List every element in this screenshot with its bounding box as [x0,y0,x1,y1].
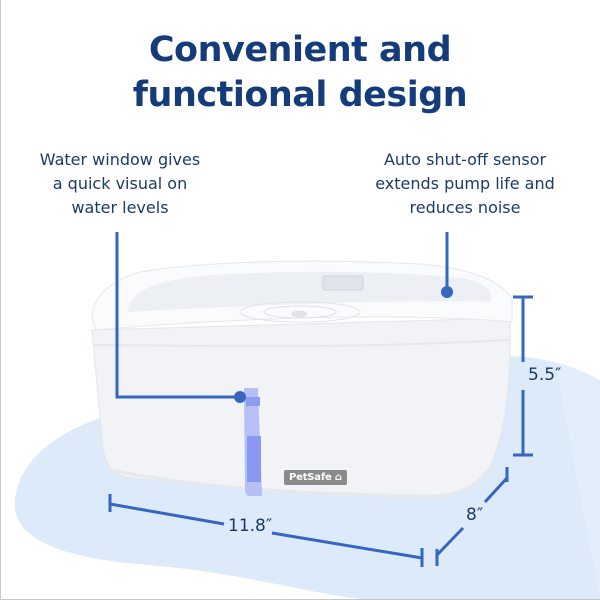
water-window [244,388,262,496]
callout-dot-right [441,286,453,298]
callout-text: Auto shut-off sensor [383,150,547,169]
width-dimension-line [108,494,424,567]
brand-label: PetSafe [289,472,332,483]
depth-label: 8″ [466,505,484,525]
brand-logo: PetSafe ⌂ [284,470,347,485]
callout-leader-left [115,232,241,399]
headline-line-2: functional design [132,75,468,115]
callout-text: a quick visual on [52,174,188,193]
depth-dimension-line [435,467,509,566]
water-fountain [91,260,513,498]
height-dimension-line [513,295,533,457]
callout-text: water levels [71,198,169,217]
callout-text: extends pump life and [375,174,555,193]
callout-water-window: Water window gives a quick visual on wat… [10,148,230,220]
callout-text: reduces noise [409,198,521,217]
width-label: 11.8″ [228,516,273,536]
callout-auto-shutoff: Auto shut-off sensor extends pump life a… [330,148,600,220]
headline-line-1: Convenient and [148,30,452,70]
height-label: 5.5″ [528,365,562,385]
headline: Convenient and functional design [0,28,600,118]
callout-dot-left [234,391,246,403]
callout-text: Water window gives [39,150,201,169]
home-icon: ⌂ [334,472,342,483]
